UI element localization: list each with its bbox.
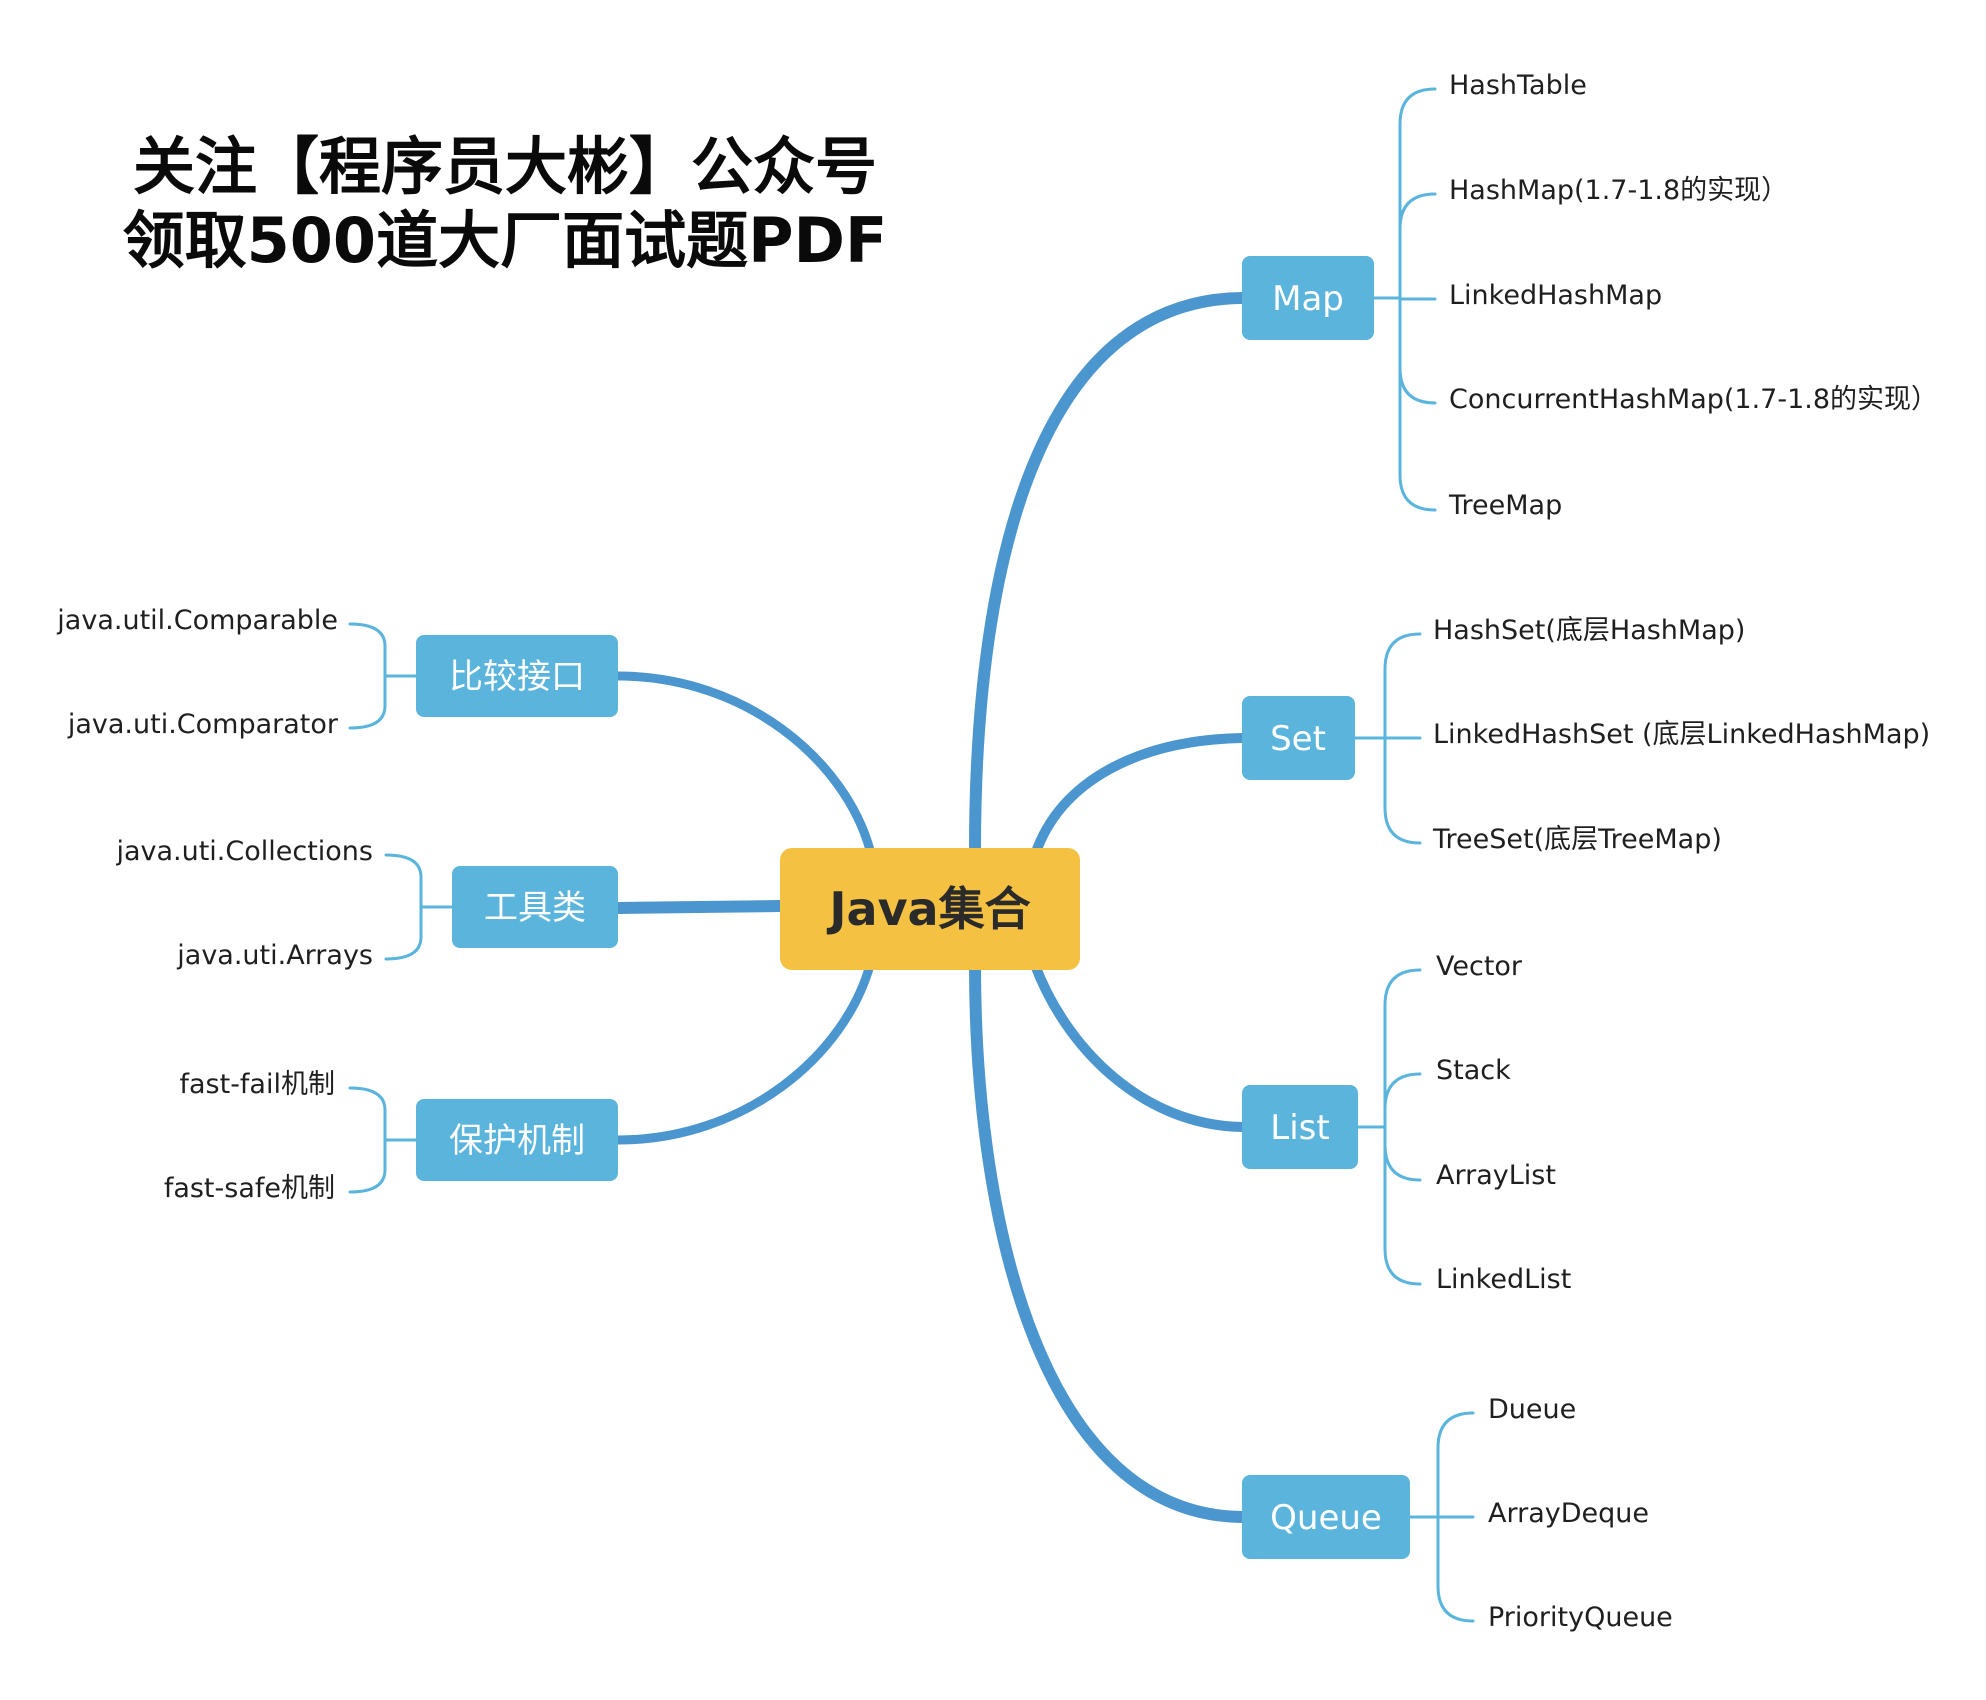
title-line-1: 关注【程序员大彬】公众号 — [133, 130, 877, 203]
leaf-map-linkedhashmap: LinkedHashMap — [1449, 280, 1662, 311]
leaf-protect-fastsafe: fast-safe机制 — [164, 1173, 335, 1204]
connector-compare — [613, 671, 875, 855]
bracket-compare — [348, 622, 418, 730]
branch-label-protect: 保护机制 — [449, 1121, 585, 1161]
branch-node-set: Set — [1242, 696, 1355, 780]
branch-box-set — [1242, 696, 1355, 780]
branch-label-queue: Queue — [1270, 1498, 1382, 1538]
bracket-list — [1356, 968, 1422, 1286]
leaf-protect-fastfail: fast-fail机制 — [179, 1069, 335, 1100]
branch-box-tools — [452, 866, 618, 948]
leaf-map-hashmap: HashMap(1.7-1.8的实现） — [1449, 175, 1788, 206]
branch-box-map — [1242, 256, 1374, 340]
branch-label-tools: 工具类 — [484, 888, 586, 928]
branch-node-compare: 比较接口 — [416, 635, 618, 717]
branch-node-tools: 工具类 — [452, 866, 618, 948]
branch-label-list: List — [1270, 1108, 1329, 1148]
connector-protect — [613, 960, 875, 1145]
leaf-tools-arrays: java.uti.Arrays — [176, 940, 373, 971]
leaf-list-vector: Vector — [1436, 951, 1523, 982]
leaf-map-hashtable: HashTable — [1449, 70, 1587, 101]
root-node: Java集合 — [780, 848, 1080, 970]
leaf-queue-arraydeque: ArrayDeque — [1488, 1498, 1649, 1529]
leaf-map-concurrenthashmap: ConcurrentHashMap(1.7-1.8的实现） — [1449, 384, 1938, 415]
leaf-queue-dueue: Dueue — [1488, 1394, 1576, 1425]
connector-tools — [612, 900, 786, 914]
leaf-list-linkedlist: LinkedList — [1436, 1264, 1571, 1295]
branch-box-compare — [416, 635, 618, 717]
branch-box-queue — [1242, 1475, 1410, 1559]
leaf-compare-comparable: java.util.Comparable — [56, 605, 338, 636]
leaf-set-linkedhashset: LinkedHashSet (底层LinkedHashMap) — [1433, 719, 1930, 750]
branch-label-compare: 比较接口 — [449, 657, 585, 697]
leaf-set-treeset: TreeSet(底层TreeMap) — [1432, 824, 1722, 855]
branch-label-map: Map — [1272, 279, 1344, 319]
branch-node-protect: 保护机制 — [416, 1099, 618, 1181]
title-line-2: 领取500道大厂面试题PDF — [123, 204, 888, 277]
connector-queue — [969, 959, 1248, 1523]
bracket-map — [1372, 87, 1437, 512]
branch-label-set: Set — [1270, 719, 1326, 759]
leaf-compare-comparator: java.uti.Comparator — [67, 709, 339, 740]
leaf-list-arraylist: ArrayList — [1436, 1160, 1556, 1191]
brackets — [348, 87, 1475, 1623]
root-label: Java集合 — [826, 882, 1030, 936]
bracket-protect — [348, 1086, 418, 1194]
leaf-tools-collections: java.uti.Collections — [115, 836, 373, 867]
connector-map — [969, 292, 1248, 856]
leaf-list-stack: Stack — [1436, 1055, 1511, 1086]
bracket-queue — [1408, 1411, 1475, 1623]
branch-box-protect — [416, 1099, 618, 1181]
leaf-set-hashset: HashSet(底层HashMap) — [1433, 615, 1745, 646]
bracket-tools — [384, 853, 454, 961]
leaf-queue-priorityqueue: PriorityQueue — [1488, 1602, 1673, 1633]
leaf-map-treemap: TreeMap — [1448, 490, 1562, 521]
connector-list — [1030, 960, 1247, 1132]
connector-set — [1030, 733, 1247, 860]
root-box — [780, 848, 1080, 970]
bracket-set — [1353, 632, 1422, 845]
branch-box-list — [1242, 1085, 1358, 1169]
main-connectors — [612, 292, 1248, 1523]
branch-node-map: Map — [1242, 256, 1374, 340]
branch-node-queue: Queue — [1242, 1475, 1410, 1559]
branch-node-list: List — [1242, 1085, 1358, 1169]
